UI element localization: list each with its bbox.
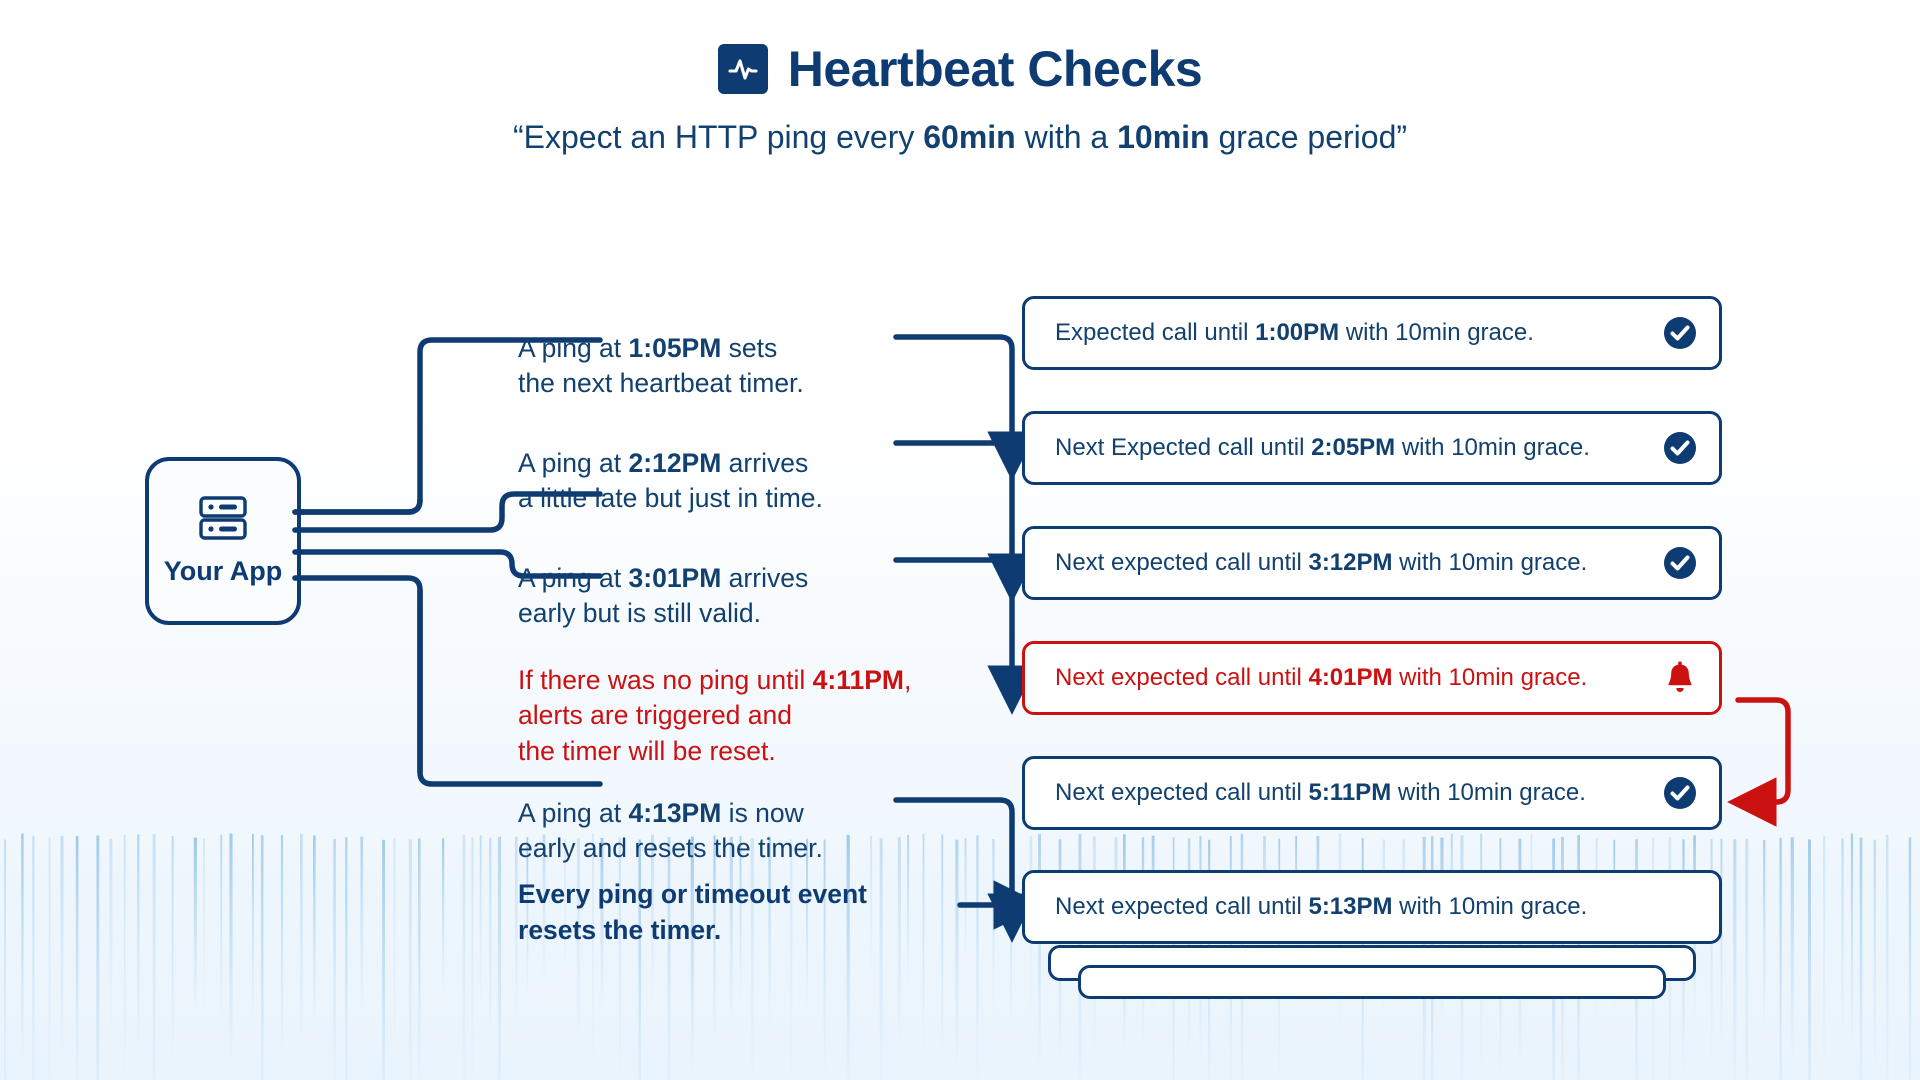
server-rack-icon — [197, 495, 249, 546]
card-6-suffix: with 10min grace. — [1392, 893, 1588, 920]
card-5-time: 5:11PM — [1308, 779, 1392, 806]
page-subtitle: “Expect an HTTP ping every 60min with a … — [0, 118, 1920, 156]
step-1-suffix: sets the next heartbeat timer. — [518, 332, 804, 399]
expected-call-card-6[interactable]: Next expected call until 5:13PM with 10m… — [1022, 870, 1722, 944]
step-5-prefix: A ping at — [518, 797, 629, 828]
check-circle-icon — [1663, 431, 1697, 465]
card-2-prefix: Next Expected call until — [1055, 434, 1312, 461]
card-1-prefix: Expected call until — [1055, 319, 1256, 346]
check-circle-icon — [1663, 316, 1697, 350]
step-text-5: A ping at 4:13PM is now early and resets… — [518, 760, 823, 867]
check-circle-icon — [1663, 776, 1697, 810]
page-header: Heartbeat Checks “Expect an HTTP ping ev… — [0, 44, 1920, 156]
your-app-node: Your App — [145, 457, 301, 625]
subtitle-suffix: grace period” — [1209, 119, 1408, 155]
expected-call-card-5[interactable]: Next expected call until 5:11PM with 10m… — [1022, 756, 1722, 830]
card-3-prefix: Next expected call until — [1055, 549, 1309, 576]
card-4-suffix: with 10min grace. — [1392, 664, 1588, 691]
card-3-suffix: with 10min grace. — [1392, 549, 1588, 576]
page-title: Heartbeat Checks — [787, 41, 1203, 97]
step-5-suffix: is now early and resets the timer. — [518, 797, 823, 864]
card-5-suffix: with 10min grace. — [1391, 779, 1586, 806]
card-2-time: 2:05PM — [1311, 434, 1396, 461]
expected-call-card-1[interactable]: Expected call until 1:00PM with 10min gr… — [1022, 296, 1722, 370]
step-text-2: A ping at 2:12PM arrives a little late b… — [518, 410, 823, 517]
title-row: Heartbeat Checks — [0, 44, 1920, 94]
expected-call-card-4-alert[interactable]: Next expected call until 4:01PM with 10m… — [1022, 641, 1722, 715]
expected-call-card-3[interactable]: Next expected call until 3:12PM with 10m… — [1022, 526, 1722, 600]
card-4-text: Next expected call until 4:01PM with 10m… — [1055, 664, 1653, 692]
subtitle-period-value: 60min — [923, 119, 1016, 155]
card-4-time: 4:01PM — [1308, 664, 1393, 691]
step-text-1: A ping at 1:05PM sets the next heartbeat… — [518, 295, 804, 402]
step-2-time: 2:12PM — [628, 447, 722, 478]
step-2-suffix: arrives a little late but just in time. — [518, 447, 823, 514]
card-5-text: Next expected call until 5:11PM with 10m… — [1055, 779, 1653, 807]
step-3-suffix: arrives early but is still valid. — [518, 562, 809, 629]
step-text-6-summary: Every ping or timeout event resets the t… — [518, 879, 867, 945]
card-1-text: Expected call until 1:00PM with 10min gr… — [1055, 319, 1653, 347]
card-6-time: 5:13PM — [1308, 893, 1393, 920]
subtitle-grace-value: 10min — [1117, 119, 1210, 155]
card-5-prefix: Next expected call until — [1055, 779, 1309, 806]
subtitle-prefix: “Expect an HTTP ping every — [512, 119, 924, 155]
card-3-text: Next expected call until 3:12PM with 10m… — [1055, 549, 1653, 577]
step-4-prefix: If there was no ping until — [518, 664, 813, 695]
ghost-card-2 — [1078, 965, 1666, 999]
heartbeat-pulse-icon — [717, 44, 768, 94]
card-2-text: Next Expected call until 2:05PM with 10m… — [1055, 434, 1653, 462]
card-4-prefix: Next expected call until — [1055, 664, 1309, 691]
step-4-time: 4:11PM — [812, 664, 904, 695]
step-1-prefix: A ping at — [518, 332, 629, 363]
step-text-3: A ping at 3:01PM arrives early but is st… — [518, 525, 808, 632]
alert-bell-icon — [1663, 661, 1697, 695]
expected-call-card-2[interactable]: Next Expected call until 2:05PM with 10m… — [1022, 411, 1722, 485]
step-1-time: 1:05PM — [628, 332, 722, 363]
card-2-suffix: with 10min grace. — [1395, 434, 1590, 461]
subtitle-middle: with a — [1015, 119, 1118, 155]
step-text-4-alert: If there was no ping until 4:11PM, alert… — [518, 627, 911, 769]
your-app-label: Your App — [163, 556, 283, 586]
card-3-time: 3:12PM — [1308, 549, 1393, 576]
step-3-prefix: A ping at — [518, 562, 629, 593]
card-1-suffix: with 10min grace. — [1339, 319, 1534, 346]
step-3-time: 3:01PM — [628, 562, 722, 593]
card-6-prefix: Next expected call until — [1055, 893, 1309, 920]
card-6-text: Next expected call until 5:13PM with 10m… — [1055, 893, 1697, 921]
check-circle-icon — [1663, 546, 1697, 580]
step-2-prefix: A ping at — [518, 447, 629, 478]
card-1-time: 1:00PM — [1255, 319, 1340, 346]
step-5-time: 4:13PM — [628, 797, 722, 828]
step-4-suffix: , alerts are triggered and the timer wil… — [518, 664, 912, 766]
